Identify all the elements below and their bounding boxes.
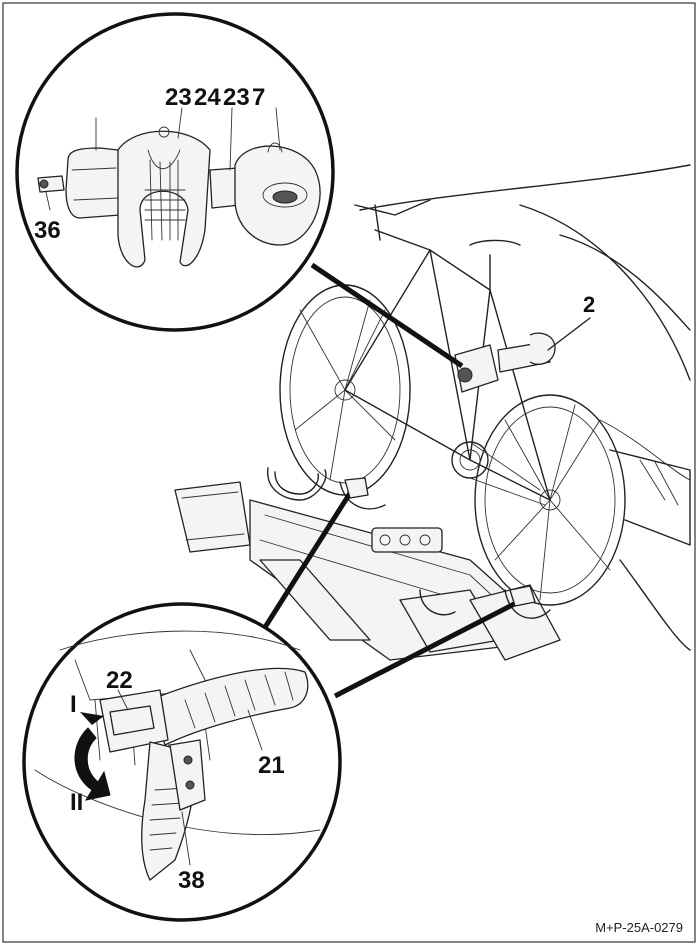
label-2-leader bbox=[547, 317, 591, 351]
reference-code: M+P-25A-0279 bbox=[595, 920, 683, 935]
label-arm-b: 24 bbox=[194, 84, 221, 111]
label-direction-1: I bbox=[70, 691, 77, 718]
detail-pointer-bottom-left bbox=[259, 488, 355, 634]
label-buckle: 22 bbox=[106, 667, 133, 694]
label-direction-2: II bbox=[70, 789, 83, 816]
car-rear bbox=[359, 164, 691, 651]
label-arm-d: 7 bbox=[252, 84, 265, 111]
label-strap: 21 bbox=[258, 752, 285, 779]
label-clamp: 2 bbox=[583, 292, 595, 317]
label-arm-a: 23 bbox=[165, 84, 192, 111]
rotation-arrow bbox=[74, 727, 111, 801]
detail-circle-top bbox=[15, 12, 335, 332]
detail-circle-bottom bbox=[22, 602, 342, 922]
label-arm-c: 23 bbox=[223, 84, 250, 111]
label-cradle: 38 bbox=[178, 867, 205, 894]
label-lock: 36 bbox=[34, 217, 61, 244]
detail-pointer-top bbox=[310, 262, 464, 369]
detail-pointer-bottom-right bbox=[333, 597, 524, 699]
frame-clamp bbox=[454, 332, 556, 393]
bike-carrier-illustration bbox=[174, 164, 691, 699]
